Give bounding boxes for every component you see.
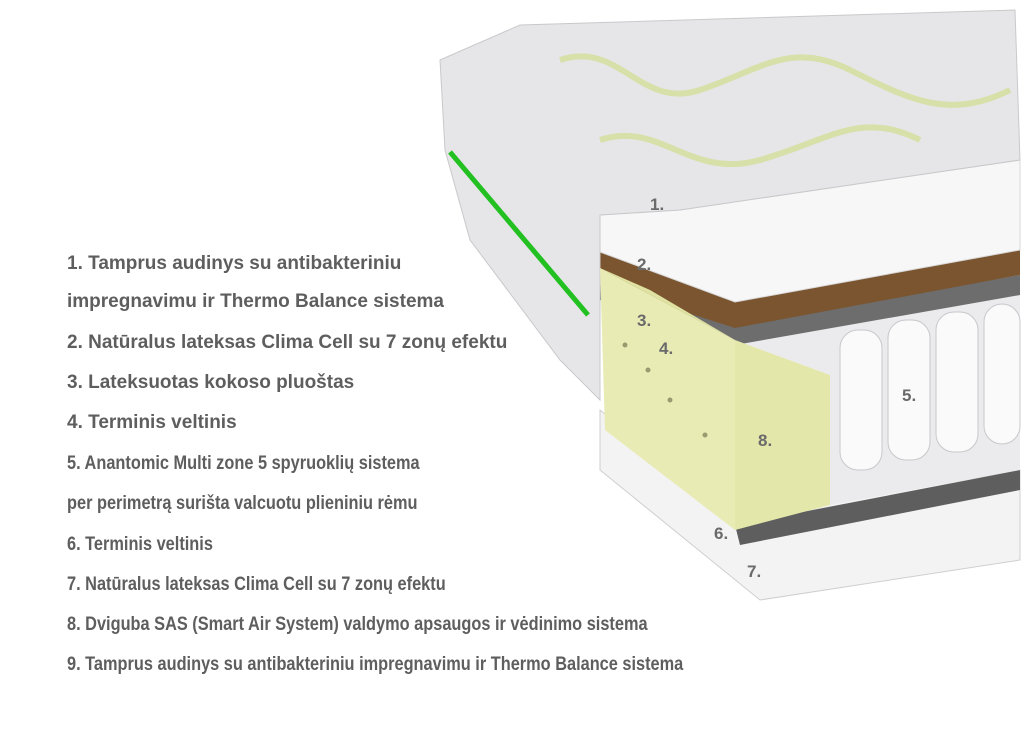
legend-item-8: 8. Dviguba SAS (Smart Air System) valdym… bbox=[67, 614, 648, 635]
sas-foam-block-front bbox=[600, 268, 735, 530]
legend-item-4: 4. Terminis veltinis bbox=[67, 412, 237, 433]
legend-item-6: 6. Terminis veltinis bbox=[67, 534, 213, 555]
cover-pattern bbox=[559, 53, 1012, 168]
layer-label-7: 7. bbox=[747, 562, 762, 581]
legend-item-3: 3. Lateksuotas kokoso pluoštas bbox=[67, 372, 355, 393]
legend-item-2: 2. Natūralus lateksas Clima Cell su 7 zo… bbox=[67, 332, 508, 353]
sas-foam-block-side bbox=[735, 340, 830, 530]
bottom-felt-layer bbox=[735, 470, 1020, 545]
spring-coils bbox=[839, 303, 1021, 471]
legend-item-7: 7. Natūralus lateksas Clima Cell su 7 zo… bbox=[67, 574, 446, 595]
legend-item-9: 9. Tamprus audinys su antibakteriniu imp… bbox=[67, 654, 684, 675]
layer-label-5: 5. bbox=[902, 386, 917, 405]
layer-label-1: 1. bbox=[650, 195, 665, 214]
legend-item-5-cont: per perimetrą surišta valcuotu plieniniu… bbox=[67, 493, 418, 514]
sas-foam-block-top bbox=[600, 268, 830, 375]
legend-item-1: 1. Tamprus audinys su antibakteriniu bbox=[67, 253, 402, 274]
legend-item-1-cont: impregnavimu ir Thermo Balance sistema bbox=[67, 291, 444, 312]
layer-label-3: 3. bbox=[637, 311, 652, 330]
layer-label-4: 4. bbox=[659, 339, 674, 358]
quilted-cover bbox=[439, 9, 1021, 402]
layer-label-6: 6. bbox=[714, 524, 729, 543]
air-holes bbox=[622, 342, 708, 438]
edge-indicator-line bbox=[448, 150, 590, 317]
layer-label-2: 2. bbox=[637, 255, 652, 274]
layer-label-8: 8. bbox=[758, 431, 773, 450]
legend-item-5: 5. Anantomic Multi zone 5 spyruoklių sis… bbox=[67, 453, 420, 474]
